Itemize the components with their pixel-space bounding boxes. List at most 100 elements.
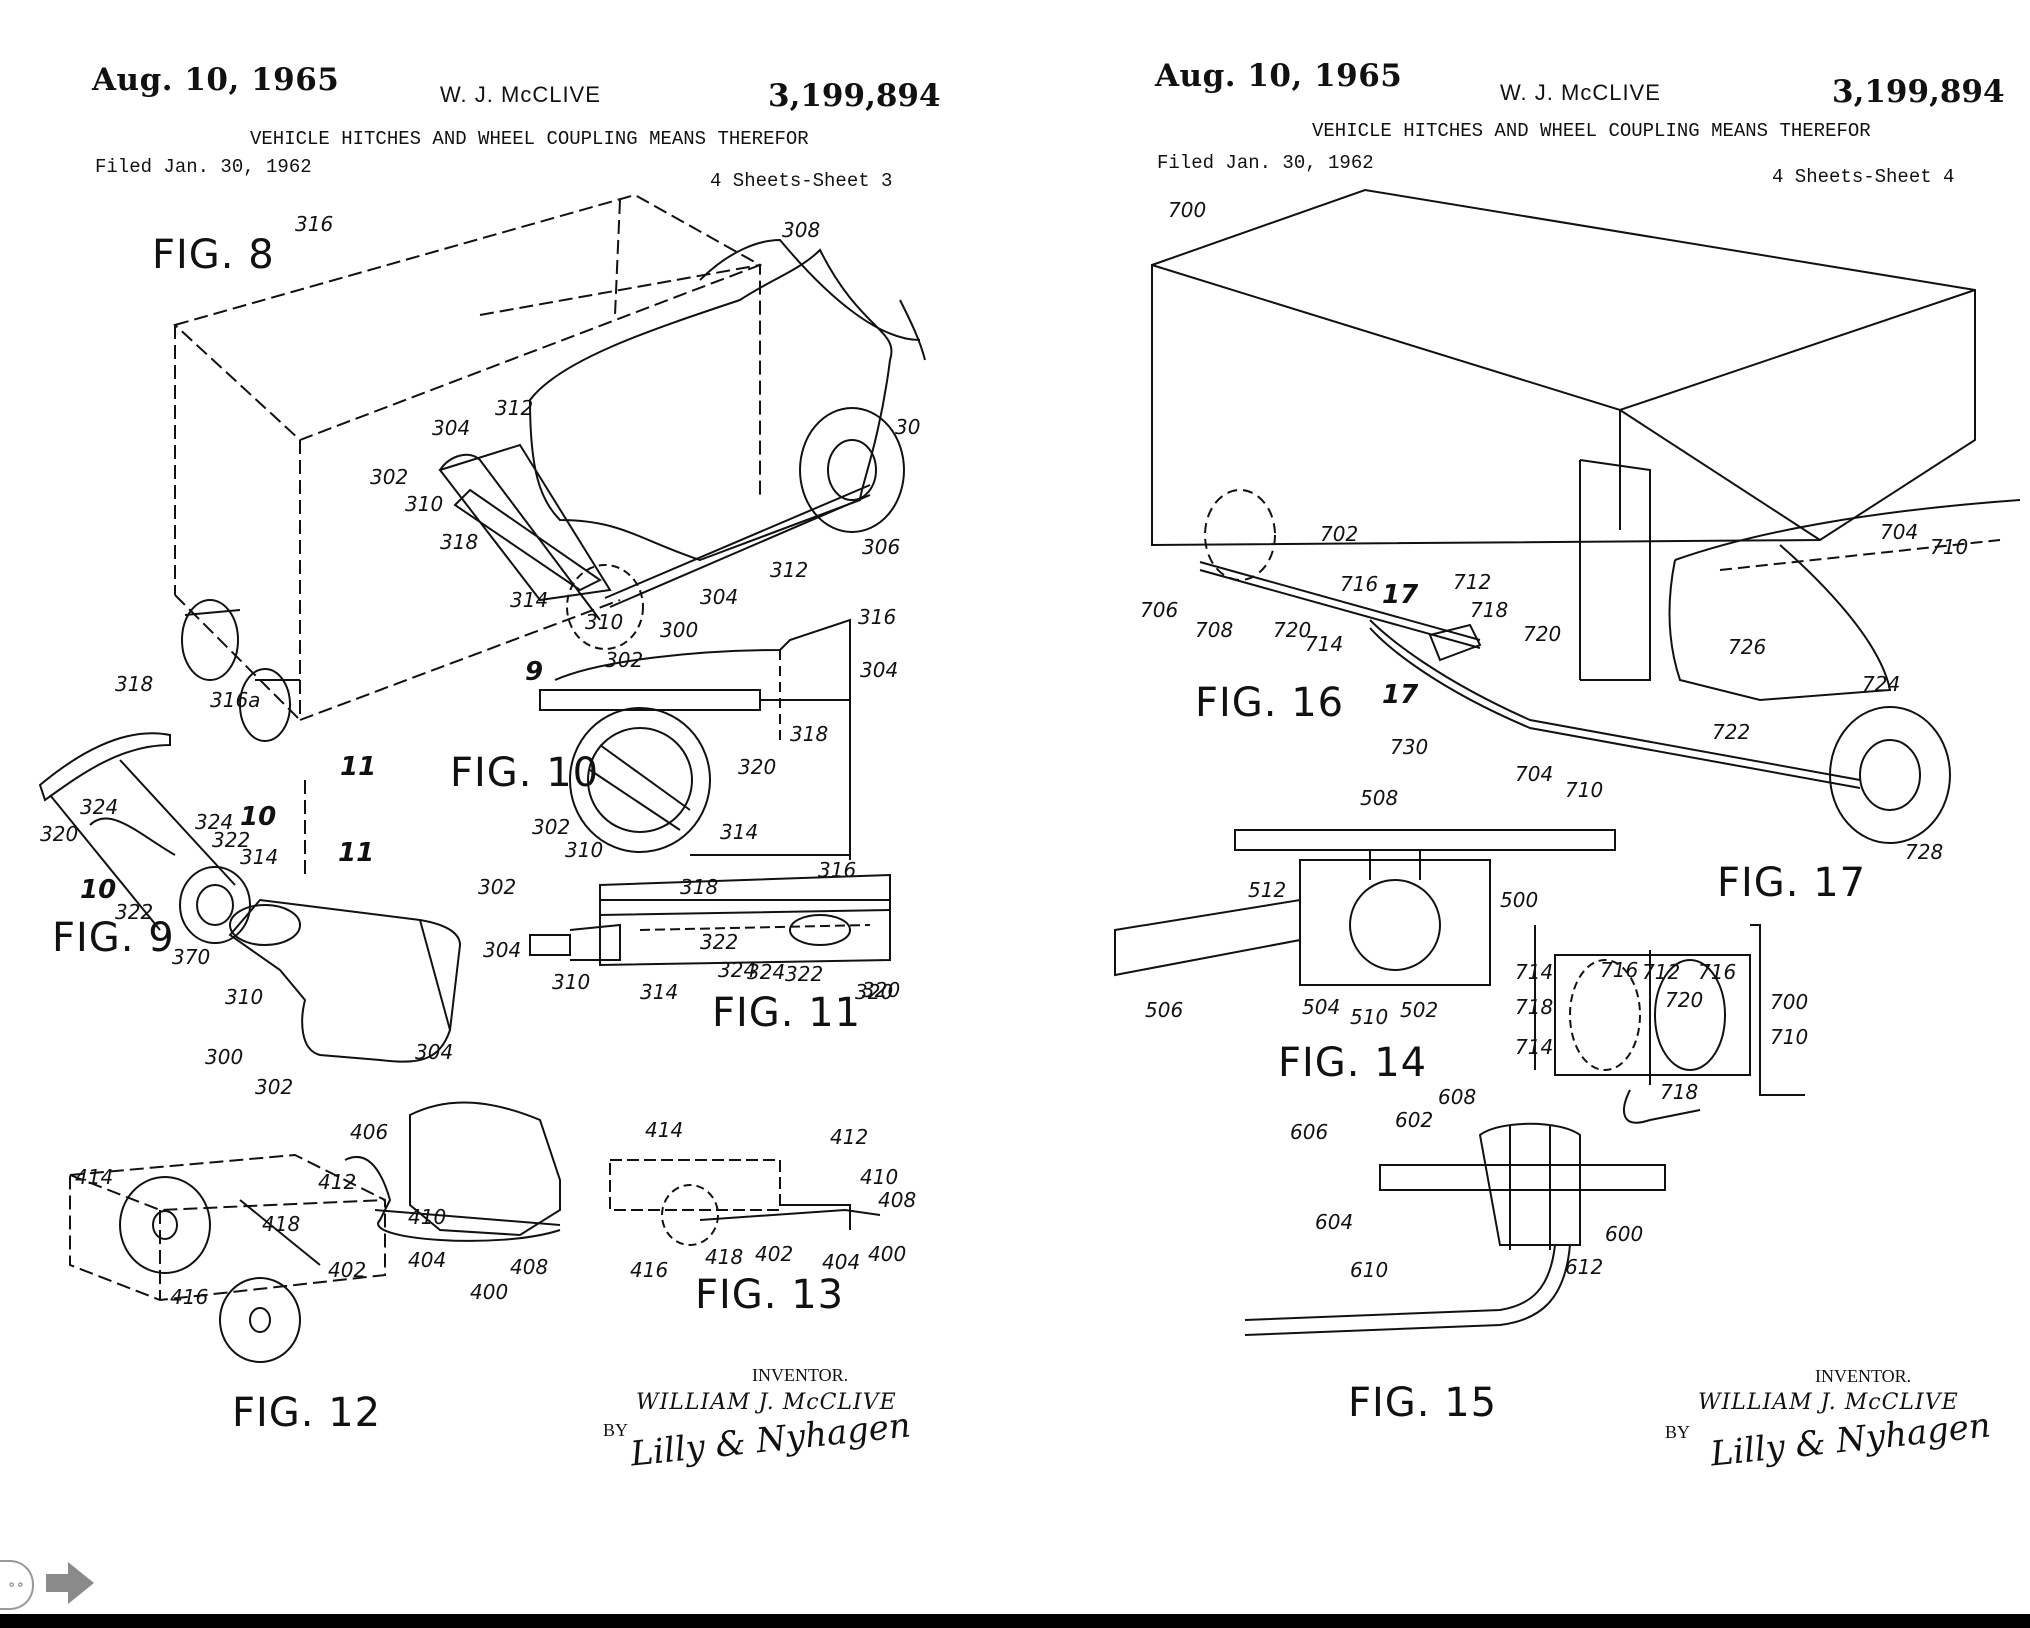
ref-numeral: 324 (80, 795, 119, 819)
fig-12-label: FIG. 12 (232, 1390, 382, 1436)
ref-numeral: 410 (408, 1205, 447, 1229)
ref-numeral: 10 (240, 802, 277, 832)
ref-numeral: 412 (318, 1170, 357, 1194)
fig-15-label: FIG. 15 (1348, 1380, 1498, 1426)
fig-13-label: FIG. 13 (695, 1272, 845, 1318)
inventor-label: INVENTOR. (1815, 1366, 1912, 1386)
ref-numeral: 370 (172, 945, 211, 969)
ref-numeral: 300 (205, 1045, 244, 1069)
ref-numeral: 502 (1400, 998, 1439, 1022)
ref-numeral: 400 (868, 1242, 907, 1266)
ref-numeral: 300 (660, 618, 699, 642)
ref-numeral: 322 (785, 962, 824, 986)
ref-numeral: 17 (1382, 580, 1419, 610)
ref-numeral: 304 (860, 658, 899, 682)
ref-numeral: 316 (858, 605, 897, 629)
ref-numeral: 512 (1248, 878, 1287, 902)
ref-numeral: 506 (1145, 998, 1184, 1022)
ref-numeral: 314 (240, 845, 279, 869)
ref-numeral: 320 (738, 755, 777, 779)
ref-numeral: 408 (510, 1255, 549, 1279)
ref-numeral: 612 (1565, 1255, 1604, 1279)
fig-11-label: FIG. 11 (712, 990, 862, 1036)
ref-numeral: 310 (225, 985, 264, 1009)
ref-numeral: 404 (822, 1250, 861, 1274)
ref-numeral: 416 (630, 1258, 669, 1282)
ref-numeral: 710 (1565, 778, 1604, 802)
ref-numeral: 704 (1880, 520, 1919, 544)
ref-numeral: 728 (1905, 840, 1944, 864)
ref-numeral: 504 (1302, 995, 1341, 1019)
ref-numeral: 508 (1360, 786, 1399, 810)
ref-numeral: 402 (755, 1242, 794, 1266)
ref-numeral: 714 (1515, 1035, 1554, 1059)
ref-numeral: 11 (340, 752, 377, 782)
ref-numeral: 700 (1770, 990, 1809, 1014)
ref-numeral: 700 (1168, 198, 1207, 222)
ref-numeral: 310 (565, 838, 604, 862)
ref-numeral: 716 (1340, 572, 1379, 596)
ref-numeral: 318 (790, 722, 829, 746)
inventor-header: W. J. McCLIVE (1500, 80, 1661, 105)
fig-17-label: FIG. 17 (1717, 860, 1867, 906)
ref-numeral: 302 (532, 815, 571, 839)
ref-numeral: 10 (80, 875, 117, 905)
ref-numeral: 400 (470, 1280, 509, 1304)
ref-numeral: 310 (405, 492, 444, 516)
ref-numeral: 322 (700, 930, 739, 954)
ref-numeral: 418 (262, 1212, 301, 1236)
ref-numeral: 408 (878, 1188, 917, 1212)
ref-numeral: 310 (585, 610, 624, 634)
ref-numeral: 322 (115, 900, 154, 924)
patent-sheet-4: Aug. 10, 1965 W. J. McCLIVE 3,199,894 VE… (1060, 0, 2020, 1600)
patent-drawing-sheet-4 (1114, 188, 2020, 1336)
ref-numeral: 404 (408, 1248, 447, 1272)
patent-sheet-3: Aug. 10, 1965 W. J. McCLIVE 3,199,894 VE… (0, 0, 1015, 1600)
ref-numeral: 714 (1305, 632, 1344, 656)
ref-numeral: 722 (1712, 720, 1751, 744)
by-label: BY (603, 1420, 629, 1440)
ref-numeral: 702 (1320, 522, 1359, 546)
ref-numeral: 318 (440, 530, 479, 554)
ref-numeral: 418 (705, 1245, 744, 1269)
ref-numeral: 316a (210, 688, 261, 712)
ref-numeral: 718 (1470, 598, 1509, 622)
ref-numeral: 500 (1500, 888, 1539, 912)
ref-numeral: 720 (1273, 618, 1312, 642)
ref-numeral: 306 (862, 535, 901, 559)
ref-numeral: 302 (255, 1075, 294, 1099)
ref-numeral: 324 (718, 958, 757, 982)
fig-16-label: FIG. 16 (1195, 680, 1345, 726)
ref-numeral: 324 (747, 960, 786, 984)
ref-numeral: 402 (328, 1258, 367, 1282)
ref-numeral: 602 (1395, 1108, 1434, 1132)
ref-numeral: 312 (770, 558, 809, 582)
ref-numeral: 304 (432, 416, 471, 440)
ref-numeral: 316 (818, 858, 857, 882)
ref-numeral: 600 (1605, 1222, 1644, 1246)
ref-numeral: 710 (1930, 535, 1969, 559)
ref-numeral: 324 (195, 810, 234, 834)
patent-date: Aug. 10, 1965 (92, 62, 340, 98)
ref-numeral: 712 (1642, 960, 1681, 984)
ref-numeral: 724 (1862, 672, 1901, 696)
ref-numeral: 320 (40, 822, 79, 846)
ref-numeral: 316 (295, 212, 334, 236)
ref-numeral: 414 (645, 1118, 684, 1142)
ref-numeral: 416 (170, 1285, 209, 1309)
fig-9-label: FIG. 9 (52, 915, 175, 961)
fig-10-label: FIG. 10 (450, 750, 600, 796)
ref-numeral: 710 (1770, 1025, 1809, 1049)
ref-numeral: 704 (1515, 762, 1554, 786)
ref-numeral: 30 (895, 415, 921, 439)
ref-numeral: 414 (75, 1165, 114, 1189)
ref-numeral: 308 (782, 218, 821, 242)
ref-numeral: 304 (700, 585, 739, 609)
ref-numeral: 322 (212, 828, 251, 852)
ref-numeral: 720 (1665, 988, 1704, 1012)
ref-numeral: 314 (640, 980, 679, 1004)
arrow-right-icon[interactable] (44, 1560, 96, 1606)
sheet-count: 4 Sheets-Sheet 4 (1772, 166, 1955, 188)
ref-numeral: 9 (525, 657, 544, 687)
